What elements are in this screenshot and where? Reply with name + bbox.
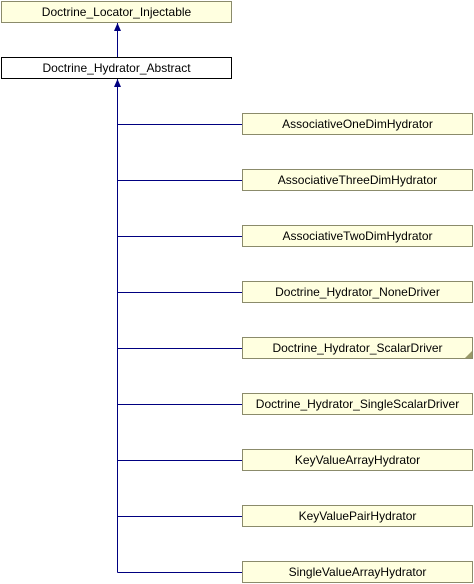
class-node-child[interactable]: SingleValueArrayHydrator (242, 561, 473, 583)
class-node-child[interactable]: KeyValueArrayHydrator (242, 449, 473, 471)
class-node-label: AssociativeOneDimHydrator (282, 117, 433, 131)
class-node-child[interactable]: KeyValuePairHydrator (242, 505, 473, 527)
folded-corner-icon (465, 351, 472, 358)
class-node-child[interactable]: Doctrine_Hydrator_ScalarDriver (242, 337, 473, 359)
class-node-child[interactable]: Doctrine_Hydrator_SingleScalarDriver (242, 393, 473, 415)
arrowhead-icon (114, 79, 121, 87)
class-node-label: Doctrine_Hydrator_SingleScalarDriver (255, 397, 460, 411)
class-node-label: Doctrine_Locator_Injectable (41, 5, 192, 19)
class-node-label: AssociativeThreeDimHydrator (277, 173, 438, 187)
class-node-parent[interactable]: Doctrine_Hydrator_Abstract (1, 57, 232, 79)
class-node-label: KeyValuePairHydrator (298, 509, 417, 523)
class-node-child[interactable]: AssociativeThreeDimHydrator (242, 169, 473, 191)
class-node-label: Doctrine_Hydrator_Abstract (42, 61, 191, 75)
arrowhead-icon (114, 23, 121, 31)
class-node-child[interactable]: Doctrine_Hydrator_NoneDriver (242, 281, 473, 303)
class-node-label: AssociativeTwoDimHydrator (282, 229, 433, 243)
class-node-label: SingleValueArrayHydrator (288, 565, 427, 579)
class-node-root[interactable]: Doctrine_Locator_Injectable (1, 1, 232, 23)
class-node-child[interactable]: AssociativeOneDimHydrator (242, 113, 473, 135)
class-node-label: KeyValueArrayHydrator (294, 453, 421, 467)
class-node-child[interactable]: AssociativeTwoDimHydrator (242, 225, 473, 247)
class-node-label: Doctrine_Hydrator_ScalarDriver (272, 341, 443, 355)
class-node-label: Doctrine_Hydrator_NoneDriver (275, 285, 440, 299)
